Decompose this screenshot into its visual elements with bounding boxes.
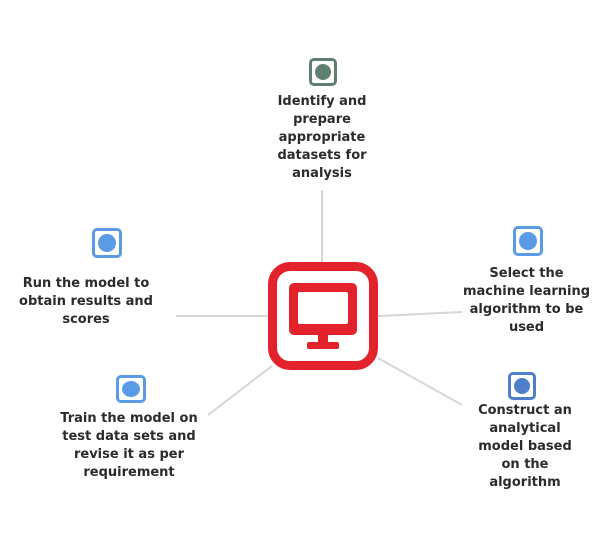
connector-train [207, 365, 273, 416]
connector-select [377, 311, 463, 317]
monitor-screen [298, 292, 348, 324]
monitor-icon [289, 283, 357, 349]
hub-box [268, 262, 378, 370]
step-select-icon [513, 226, 543, 256]
step-run-dot [98, 234, 116, 252]
step-run-icon [92, 228, 122, 258]
step-construct-label: Construct an analytical model based on t… [478, 403, 572, 490]
step-run-label: Run the model to obtain results and scor… [19, 276, 153, 327]
step-train-label: Train the model on test data sets and re… [60, 411, 198, 480]
step-identify-dot [315, 64, 331, 80]
step-construct-icon [508, 372, 536, 400]
step-select-label: Select the machine learning algorithm to… [462, 266, 591, 335]
step-train-dot [122, 381, 140, 397]
connector-construct [377, 357, 463, 406]
monitor-stand-base [307, 342, 339, 349]
step-identify-icon [309, 58, 337, 86]
step-identify-label: Identify and prepare appropriate dataset… [277, 94, 367, 181]
monitor-stand-neck [318, 335, 328, 343]
step-construct-dot [514, 378, 530, 394]
step-select-dot [519, 232, 537, 250]
step-train-icon [116, 375, 146, 403]
